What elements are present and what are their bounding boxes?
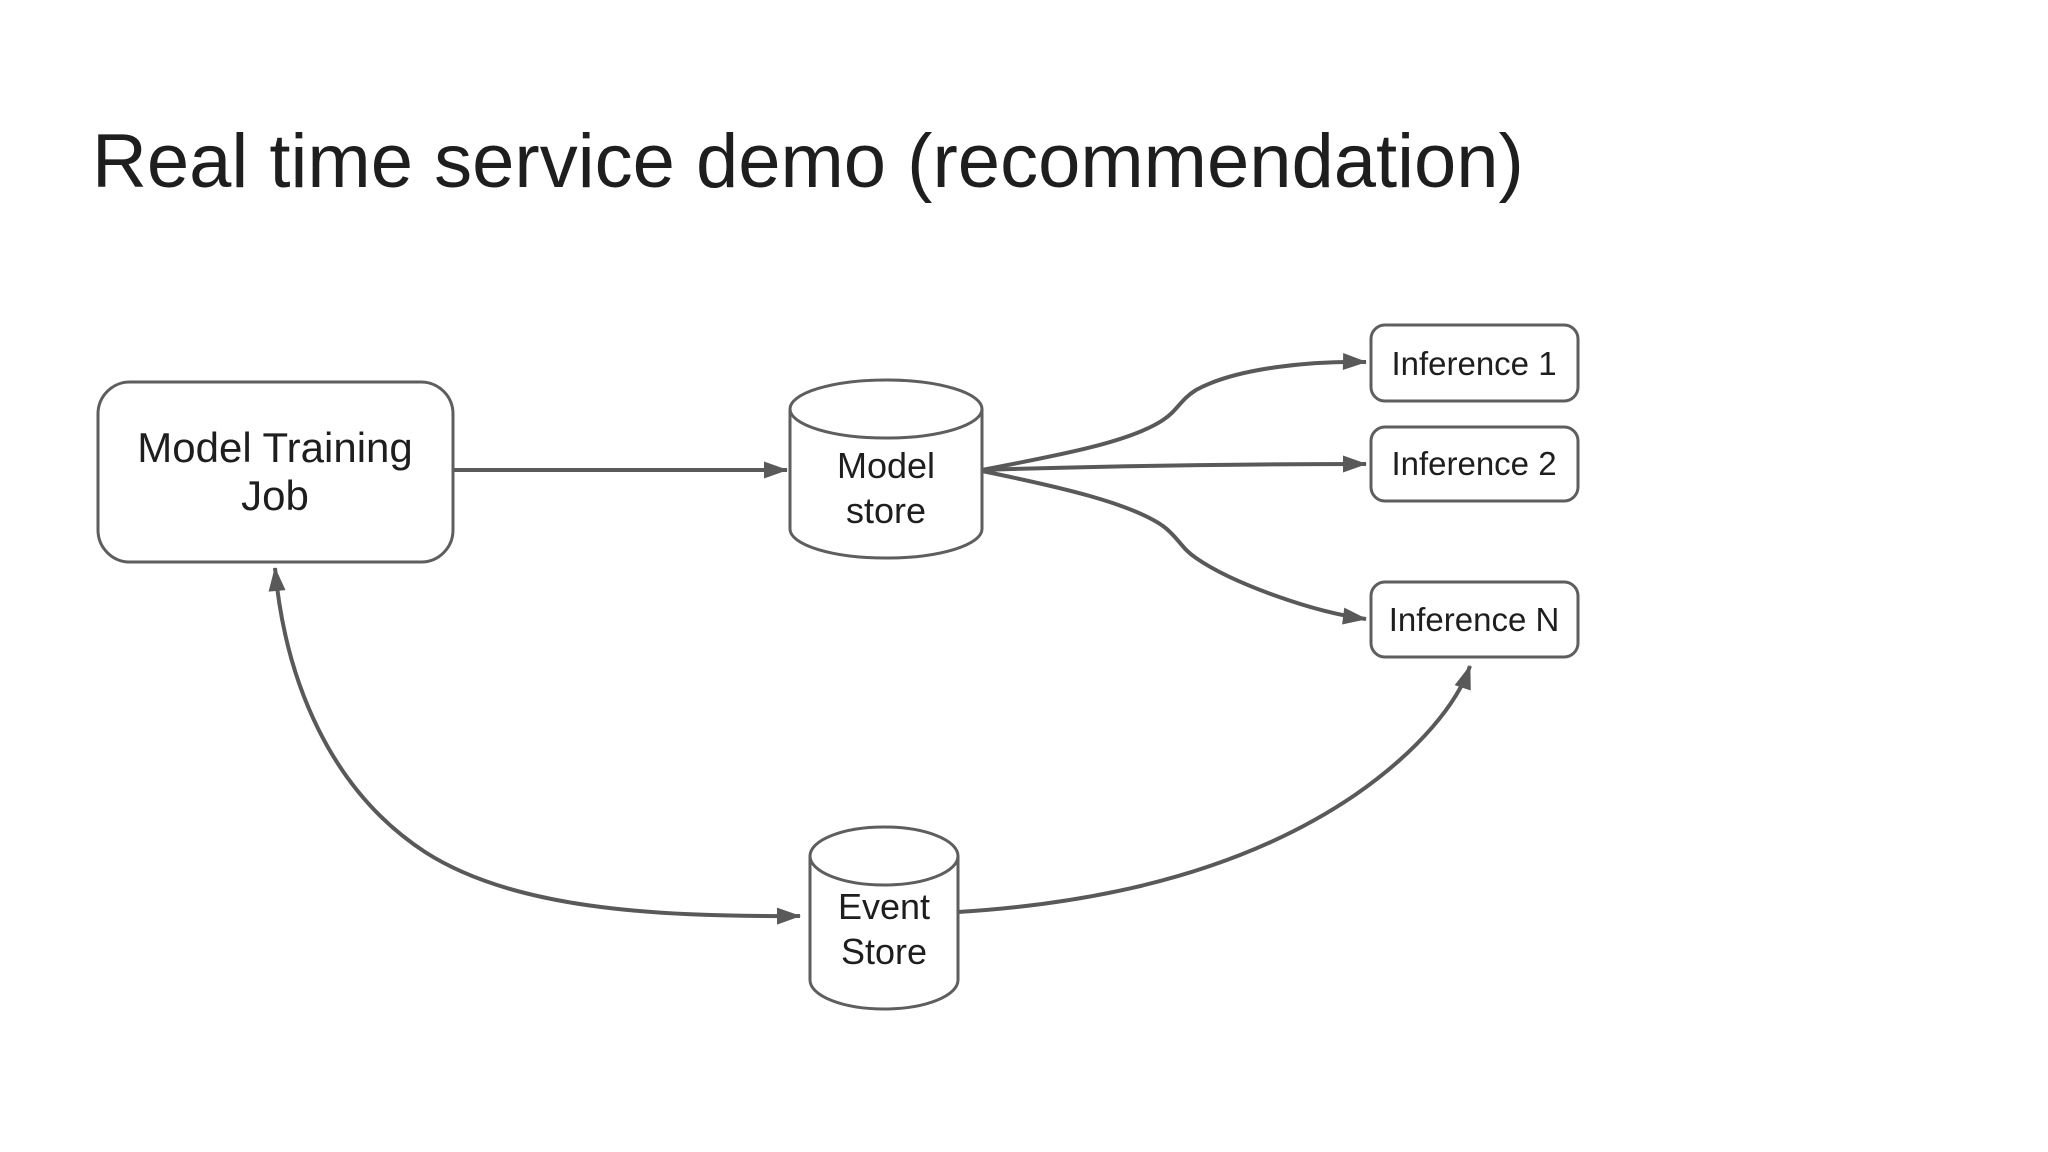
edge-training-to-event-store — [268, 567, 801, 925]
model-store-label: Model store — [836, 445, 936, 531]
edge-model-store-to-inference-2 — [981, 455, 1367, 473]
inference-2-box — [1369, 425, 1580, 503]
nodes — [96, 323, 1580, 1011]
model-training-job-label: Model Training Job — [137, 424, 413, 519]
inference-1-box — [1369, 323, 1580, 403]
slide-title: Real time service demo (recommendation) — [92, 119, 1524, 204]
model-store-cylinder-top — [788, 378, 984, 440]
event-store-cylinder — [808, 825, 960, 1011]
inference-2-label: Inference 2 — [1391, 445, 1557, 482]
event-store-label: Event Store — [837, 886, 931, 972]
edge-event-store-to-inference-n — [957, 665, 1472, 914]
edge-model-store-to-inference-n — [981, 469, 1367, 625]
model-training-job-box — [96, 380, 455, 564]
event-store-cylinder-top — [808, 825, 960, 887]
model-store-cylinder — [788, 378, 984, 560]
event-store-cylinder-body — [808, 856, 960, 1011]
edges — [268, 353, 1472, 925]
edge-model-store-to-inference-1 — [981, 353, 1367, 472]
model-store-cylinder-body — [788, 409, 984, 560]
inference-n-box — [1369, 580, 1580, 659]
inference-n-label: Inference N — [1388, 601, 1560, 638]
inference-1-label: Inference 1 — [1391, 345, 1557, 382]
